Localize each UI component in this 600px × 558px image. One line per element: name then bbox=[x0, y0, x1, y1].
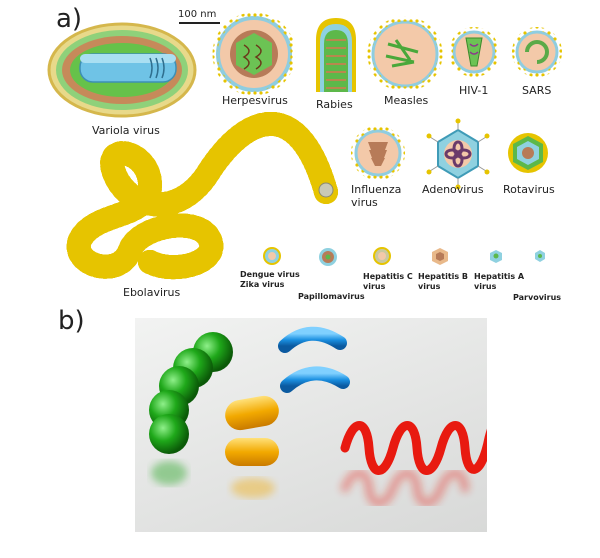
label-hepatitis-b-2: virus bbox=[418, 282, 441, 291]
label-zika: Zika virus bbox=[240, 280, 285, 289]
influenza-virus-shape bbox=[351, 126, 405, 180]
measles-virus-shape bbox=[367, 16, 443, 92]
panel-a-label: a) bbox=[56, 4, 83, 34]
panel-b-image bbox=[135, 318, 487, 532]
label-hepatitis-c-1: Hepatitis C bbox=[363, 272, 413, 281]
label-parvovirus: Parvovirus bbox=[513, 293, 562, 302]
label-papillomavirus: Papillomavirus bbox=[298, 292, 365, 301]
label-influenza-2: virus bbox=[351, 196, 378, 209]
panel-b-label: b) bbox=[58, 306, 85, 336]
scale-bar-label: 100 nm bbox=[178, 9, 217, 20]
hiv-1-shape bbox=[449, 27, 499, 77]
label-adenovirus: Adenovirus bbox=[422, 183, 484, 196]
ebolavirus-shape bbox=[79, 124, 333, 267]
green-sphere-chain bbox=[149, 332, 233, 485]
label-hepatitis-a-1: Hepatitis A bbox=[474, 272, 525, 281]
label-rotavirus: Rotavirus bbox=[503, 183, 555, 196]
yellow-capsules bbox=[225, 395, 279, 498]
label-dengue: Dengue virus bbox=[240, 270, 300, 279]
shapes-render bbox=[149, 326, 487, 508]
sars-shape bbox=[512, 27, 562, 77]
label-hepatitis-b-1: Hepatitis B bbox=[418, 272, 469, 281]
hepatitis-a-shape bbox=[490, 250, 502, 263]
label-hiv-1: HIV-1 bbox=[459, 84, 489, 97]
herpesvirus-shape bbox=[212, 12, 296, 96]
parvovirus-shape bbox=[535, 250, 545, 262]
label-rabies: Rabies bbox=[316, 98, 353, 111]
rotavirus-shape bbox=[508, 133, 548, 173]
label-hepatitis-a-2: virus bbox=[474, 282, 497, 291]
label-influenza-1: Influenza bbox=[351, 183, 402, 196]
label-sars: SARS bbox=[522, 84, 552, 97]
label-measles: Measles bbox=[384, 94, 429, 107]
blue-arcs bbox=[278, 326, 350, 393]
adenovirus-shape bbox=[426, 118, 490, 190]
hepatitis-b-shape bbox=[432, 248, 448, 265]
red-helix bbox=[340, 421, 487, 508]
dengue-virus-shape bbox=[263, 247, 281, 265]
label-variola: Variola virus bbox=[92, 124, 160, 137]
label-herpesvirus: Herpesvirus bbox=[222, 94, 288, 107]
hepatitis-c-shape bbox=[373, 247, 391, 265]
papillomavirus-shape bbox=[319, 248, 337, 266]
label-ebolavirus: Ebolavirus bbox=[123, 286, 181, 299]
label-hepatitis-c-2: virus bbox=[363, 282, 386, 291]
variola-virus-shape bbox=[47, 22, 197, 118]
rabies-virus-shape bbox=[316, 18, 356, 92]
